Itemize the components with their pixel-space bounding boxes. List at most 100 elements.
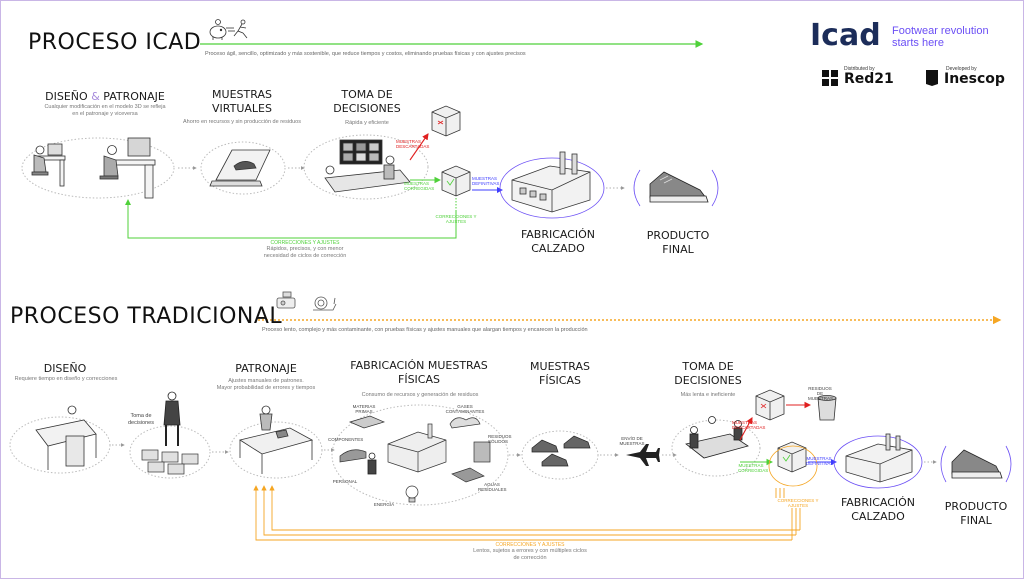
trad-fab-title-1: FABRICACIÓN [840,496,916,509]
energy-label: ENERGÍA [373,502,395,507]
gases-cloud-icon [449,417,481,429]
trad-approved-box-icon [777,441,807,473]
icad-fab-title-1: FABRICACIÓN [520,228,596,241]
trad-decision-small-1: Toma de [130,413,152,419]
icad-final-title-1: PRODUCTO [646,229,710,242]
trad-pattern-desc: Ajustes manuales de patrones. Mayor prob… [210,378,322,392]
icad-decision-title-1: TOMA DE [341,88,393,101]
icad-corrected-label: MUESTRAS CORREGIDAS [404,181,435,191]
raw-materials-label: MATERIAS PRIMAS [352,404,376,414]
standing-manager-illustration [163,391,181,446]
running-person-icon [226,19,248,39]
icad-process-summary: Proceso ágil, sencillo, optimizado y más… [205,51,526,57]
trad-loop-title: CORRECCIONES Y AJUSTES [495,542,565,548]
icad-logo: Icad [810,18,881,53]
trad-final-title-2: FINAL [960,514,992,527]
trad-physical-title: MUESTRAS FÍSICAS [516,360,604,388]
components-icon [339,449,367,463]
icad-design-amp: & [91,90,100,103]
drafting-desk-illustration [35,405,97,470]
icad-virtual-title-1: MUESTRAS [212,88,272,101]
personnel-label: PERSONAL [332,479,358,484]
snail-icon [313,296,337,311]
designer-desk-illustration-2 [99,137,156,199]
laptop-illustration [209,149,271,187]
icad-process-title: PROCESO ICAD [28,30,202,55]
trad-fabsamples-title-1: FABRICACIÓN MUESTRAS [350,359,488,372]
trad-process-title: PROCESO TRADICIONAL [10,304,283,329]
trad-physical-title-1: MUESTRAS [530,360,590,373]
trad-rejected-box-icon [755,389,785,421]
airplane-icon [626,444,660,466]
red21-mark-icon [822,70,838,86]
trad-decision-title-1: TOMA DE [682,360,734,373]
trad-decision-small: Toma de decisiones [118,413,164,427]
icad-corrections-label: CORRECCIONES Y AJUSTES [435,214,477,224]
hourglass-icon [276,291,296,309]
trad-decision-small-2: decisiones [128,420,154,426]
trad-final-title-1: PRODUCTO [944,500,1008,513]
trad-pattern-desc-1: Ajustes manuales de patrones. [228,378,304,384]
icad-design-title-b: PATRONAJE [103,90,165,103]
trad-decision-desc: Más lenta e ineficiente [680,392,736,398]
components-label: COMPONENTES [328,437,364,442]
icad-decision-title: TOMA DE DECISIONES [322,88,412,116]
energy-bulb-icon [405,485,419,503]
icad-rejected-label: MUESTRAS DESCARTADAS [396,139,430,149]
trad-corrections-label: CORRECCIONES Y AJUSTES [777,498,819,508]
shoe-illustration [649,171,709,203]
designer-desk-illustration-1 [31,143,66,187]
trad-feedback-loops [253,485,801,541]
trad-meeting-illustration [685,416,749,459]
brand-tagline-line-1: Footwear revolution [892,25,989,37]
shoe-boxes-illustration [141,449,199,475]
trad-fab-title-2: CALZADO [851,510,905,523]
sample-factory-icon [387,423,447,473]
icad-design-desc-1: Cualquier modificación en el modelo 3D s… [44,104,166,110]
meeting-room-illustration [324,139,411,193]
solid-waste-icon [473,441,491,463]
inescop-wordmark: Inescop [944,71,1005,87]
trad-decision-title-2: DECISIONES [674,374,742,387]
trad-corrected-label: MUESTRAS CORREGIDAS [738,463,769,473]
icad-virtual-title-2: VIRTUALES [212,102,272,115]
pattern-table-illustration [238,405,314,474]
trad-fabsamples-title: FABRICACIÓN MUESTRAS FÍSICAS [345,359,493,387]
solid-waste-label: RESIDUOS SÓLIDOS [488,434,512,444]
icad-virtual-title: MUESTRAS VIRTUALES [192,88,292,116]
rejected-sample-box-icon [431,105,461,137]
icad-final-title: PRODUCTO FINAL [628,229,728,257]
icad-loop-caption: CORRECCIONES Y AJUSTES Rápidos, precisos… [230,241,380,260]
icad-fab-title-2: CALZADO [531,242,585,255]
trad-fabsamples-title-2: FÍSICAS [398,373,440,386]
sample-waste-label: RESIDUOS DE MUESTRAS [808,386,834,401]
icad-virtual-desc: Ahorro en recursos y sin producción de r… [182,119,301,125]
trad-decision-title: TOMA DE DECISIONES [664,360,752,388]
trad-loop-desc-2: de corrección [513,555,547,561]
trad-pattern-desc-2: Mayor probabilidad de errores y tiempos [216,385,316,391]
shipping-label: ENVÍO DE MUESTRAS [619,436,645,446]
trad-design-title: DISEÑO [43,362,87,375]
trad-loop-caption: CORRECCIONES Y AJUSTES Lentos, sujetos a… [430,543,630,562]
icad-definitive-label: MUESTRAS DEFINITIVAS [472,176,500,186]
gases-label: GASES CONTAMINANTES [445,404,485,414]
distributed-by-label: Distributed by [844,66,875,72]
brand-tagline-line-2: starts here [892,37,944,49]
developed-by-label: Developed by [946,66,977,72]
personnel-icon [367,452,377,475]
inescop-mark-icon [926,70,938,86]
trad-fabsamples-desc: Consumo de recursos y generación de resi… [361,392,479,398]
factory-illustration [511,151,591,213]
icad-decision-desc: Rápida y eficiente [345,120,389,126]
approved-sample-box-icon [441,165,471,197]
icad-loop-desc-2: necesidad de ciclos de corrección [263,253,347,259]
trad-loop-desc-1: Lentos, sujetos a errores y con múltiple… [473,548,587,554]
trad-pattern-title: PATRONAJE [235,362,297,375]
trad-rejected-label: MUESTRAS DESCARTADAS [732,420,766,430]
icad-loop-title: CORRECCIONES Y AJUSTES [270,240,340,246]
trad-physical-title-2: FÍSICAS [539,374,581,387]
icad-feedback-loop [125,199,457,239]
icad-design-desc-2: en el patronaje y viceversa [72,111,138,117]
icad-final-title-2: FINAL [662,243,694,256]
